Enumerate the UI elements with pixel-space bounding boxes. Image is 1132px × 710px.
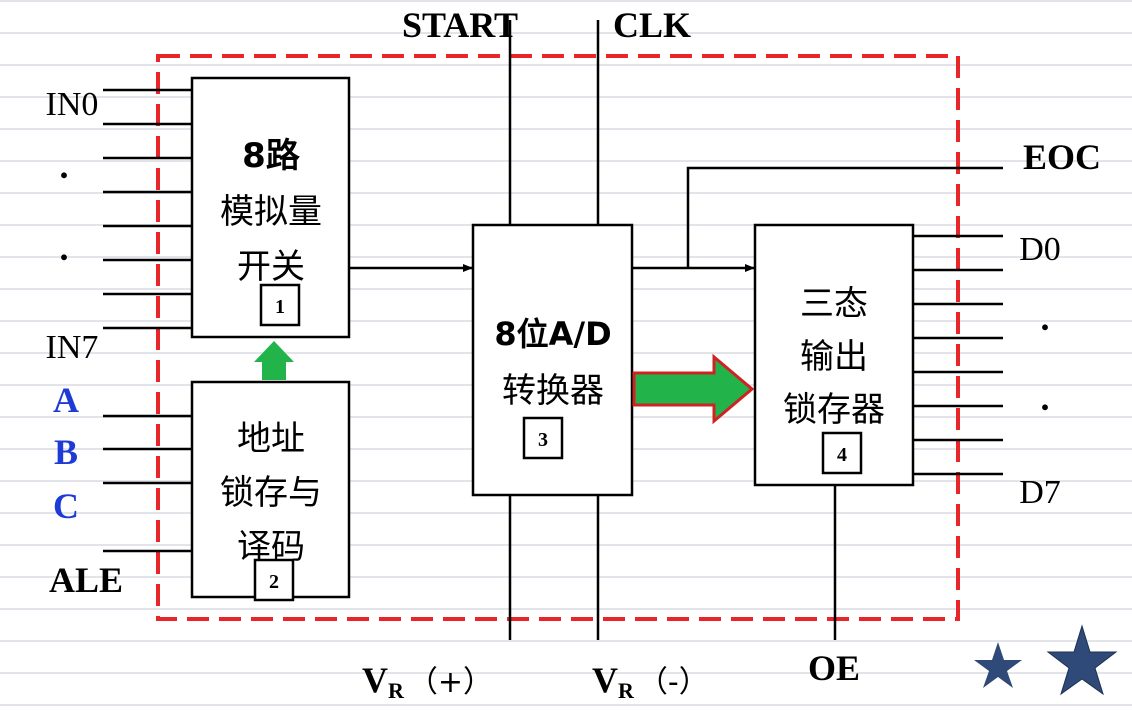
digital-output-lines bbox=[913, 234, 1003, 476]
output-title-line-3: 锁存器 bbox=[783, 390, 885, 430]
star-small-icon bbox=[974, 642, 1022, 688]
analog-input-lines bbox=[103, 88, 192, 330]
output-last-label: D7 bbox=[1019, 474, 1061, 511]
output-first-label: D0 bbox=[1019, 231, 1061, 268]
block-number-3: 3 bbox=[538, 429, 548, 451]
chip-boundary bbox=[156, 54, 960, 621]
data-transfer-arrow-icon bbox=[632, 353, 755, 425]
adc-title-line-2: 转换器 bbox=[502, 371, 604, 411]
switch-title-line-3: 开关 bbox=[237, 247, 305, 287]
start-label: START bbox=[402, 5, 518, 45]
latch-title-line-2: 锁存与 bbox=[220, 473, 322, 513]
output-title-line-1: 三态 bbox=[800, 284, 868, 324]
vr-plus-label: VR（+） bbox=[362, 660, 493, 703]
output-title-line-2: 输出 bbox=[800, 337, 868, 377]
latch-title-line-1: 地址 bbox=[237, 419, 305, 459]
address-c-label: C bbox=[53, 486, 79, 526]
ale-label: ALE bbox=[49, 560, 123, 600]
eoc-line bbox=[686, 166, 1003, 268]
block-number-4: 4 bbox=[837, 444, 847, 466]
switch-title-line-2: 模拟量 bbox=[220, 192, 322, 232]
block-number-box-4 bbox=[821, 431, 863, 475]
block-number-box-3 bbox=[522, 416, 564, 460]
input-first-label: IN0 bbox=[46, 86, 99, 123]
latch-title-line-3: 译码 bbox=[237, 527, 305, 567]
star-large-icon bbox=[1046, 624, 1118, 696]
oe-label: OE bbox=[808, 648, 860, 688]
adc-title-line-1: 8位A/D bbox=[494, 315, 611, 353]
block-number-1: 1 bbox=[275, 296, 285, 318]
block-number-box-1 bbox=[259, 283, 301, 327]
output-dot-1: . bbox=[1041, 298, 1050, 338]
input-last-label: IN7 bbox=[46, 329, 99, 366]
clk-label: CLK bbox=[613, 5, 691, 45]
vr-minus-label: VR（-） bbox=[592, 660, 709, 703]
address-b-label: B bbox=[54, 432, 78, 472]
address-a-label: A bbox=[53, 380, 79, 420]
eoc-label: EOC bbox=[1023, 137, 1101, 177]
address-input-lines bbox=[103, 414, 192, 553]
block-number-box-2 bbox=[253, 558, 295, 602]
up-arrow-icon bbox=[254, 341, 294, 380]
switch-title-line-1: 8路 bbox=[242, 136, 301, 176]
input-dot-2: . bbox=[60, 228, 69, 268]
block-number-2: 2 bbox=[269, 571, 279, 593]
output-dot-2: . bbox=[1041, 378, 1050, 418]
input-dot-1: . bbox=[60, 146, 69, 186]
